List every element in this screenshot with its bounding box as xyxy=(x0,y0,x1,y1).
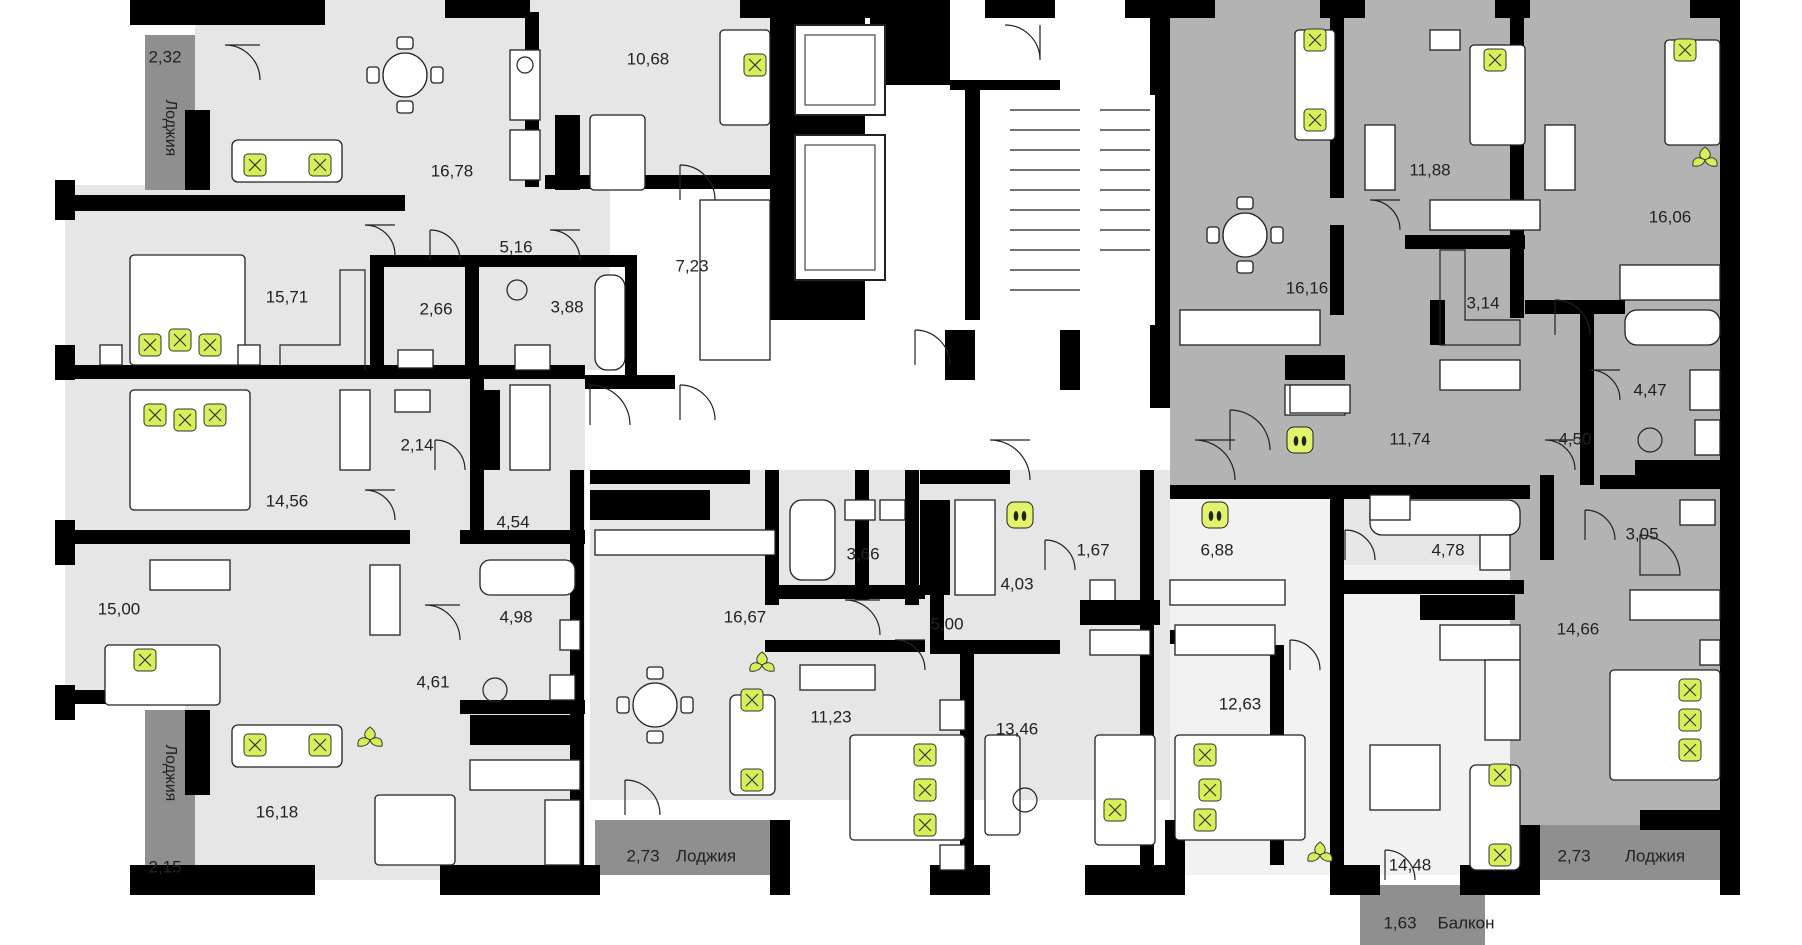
elevator-core xyxy=(794,24,1155,366)
room-area-label: 14,66 xyxy=(1557,619,1600,638)
room-area-label: 1,67 xyxy=(1076,540,1109,559)
room-area-label: 4,54 xyxy=(496,512,529,531)
room-area-label: 12,63 xyxy=(1219,694,1262,713)
room-area-label: 16,16 xyxy=(1286,278,1329,297)
room-area-label: 14,48 xyxy=(1389,855,1432,874)
room-area-label: 16,78 xyxy=(431,161,474,180)
room-area-label: 15,71 xyxy=(266,287,309,306)
room-area-label: 2,14 xyxy=(400,435,433,454)
room-area-label: 4,98 xyxy=(499,607,532,626)
room-area-label: 11,74 xyxy=(1389,429,1430,448)
room-area-label: 16,67 xyxy=(724,607,767,626)
loggia-label: Лоджия xyxy=(162,745,179,802)
loggia-area-label: 2,73 xyxy=(1557,846,1590,865)
room-area-label: 15,00 xyxy=(98,599,141,618)
room-area-label: 10,68 xyxy=(627,49,670,68)
loggia-label: Лоджия xyxy=(676,846,736,865)
room-area-label: 3,05 xyxy=(1625,524,1658,543)
room-area-label: 16,06 xyxy=(1649,207,1692,226)
room-area-label: 14,56 xyxy=(266,491,309,510)
room-area-label: 4,03 xyxy=(1000,574,1033,593)
room-area-label: 4,50 xyxy=(1558,429,1591,448)
room-area-label: 3,88 xyxy=(550,297,583,316)
furniture xyxy=(99,28,1725,871)
room-area-label: 11,88 xyxy=(1409,160,1450,179)
room-area-label: 5,16 xyxy=(499,237,532,256)
room-area-label: 2,15 xyxy=(148,857,181,876)
room-area-label: 4,47 xyxy=(1633,380,1666,399)
balcony-area-label: 1,63 xyxy=(1383,913,1416,932)
room-area-label: 4,61 xyxy=(416,672,449,691)
room-area-label: 3,66 xyxy=(846,544,879,563)
stairs xyxy=(1010,109,1150,291)
room-area-label: 11,23 xyxy=(810,707,851,726)
room-area-label: 5,00 xyxy=(930,614,963,633)
room-labels: 2,32 Лоджия 16,78 10,68 15,71 5,16 7,23 … xyxy=(98,47,1692,932)
room-area-label: 6,88 xyxy=(1200,540,1233,559)
room-area-label: 3,14 xyxy=(1466,293,1499,312)
room-area-label: 7,23 xyxy=(675,256,708,275)
balcony-label: Балкон xyxy=(1437,913,1494,932)
room-area-label: 13,46 xyxy=(996,719,1039,738)
room-area-label: 2,66 xyxy=(419,299,452,318)
room-area-label: 2,32 xyxy=(148,47,181,66)
doors xyxy=(224,44,1621,881)
loggia-area-label: 2,73 xyxy=(626,846,659,865)
room-area-label: 4,78 xyxy=(1431,540,1464,559)
loggia-label: Лоджия xyxy=(162,100,179,157)
loggia-label: Лоджия xyxy=(1625,846,1685,865)
room-area-label: 16,18 xyxy=(256,802,299,821)
